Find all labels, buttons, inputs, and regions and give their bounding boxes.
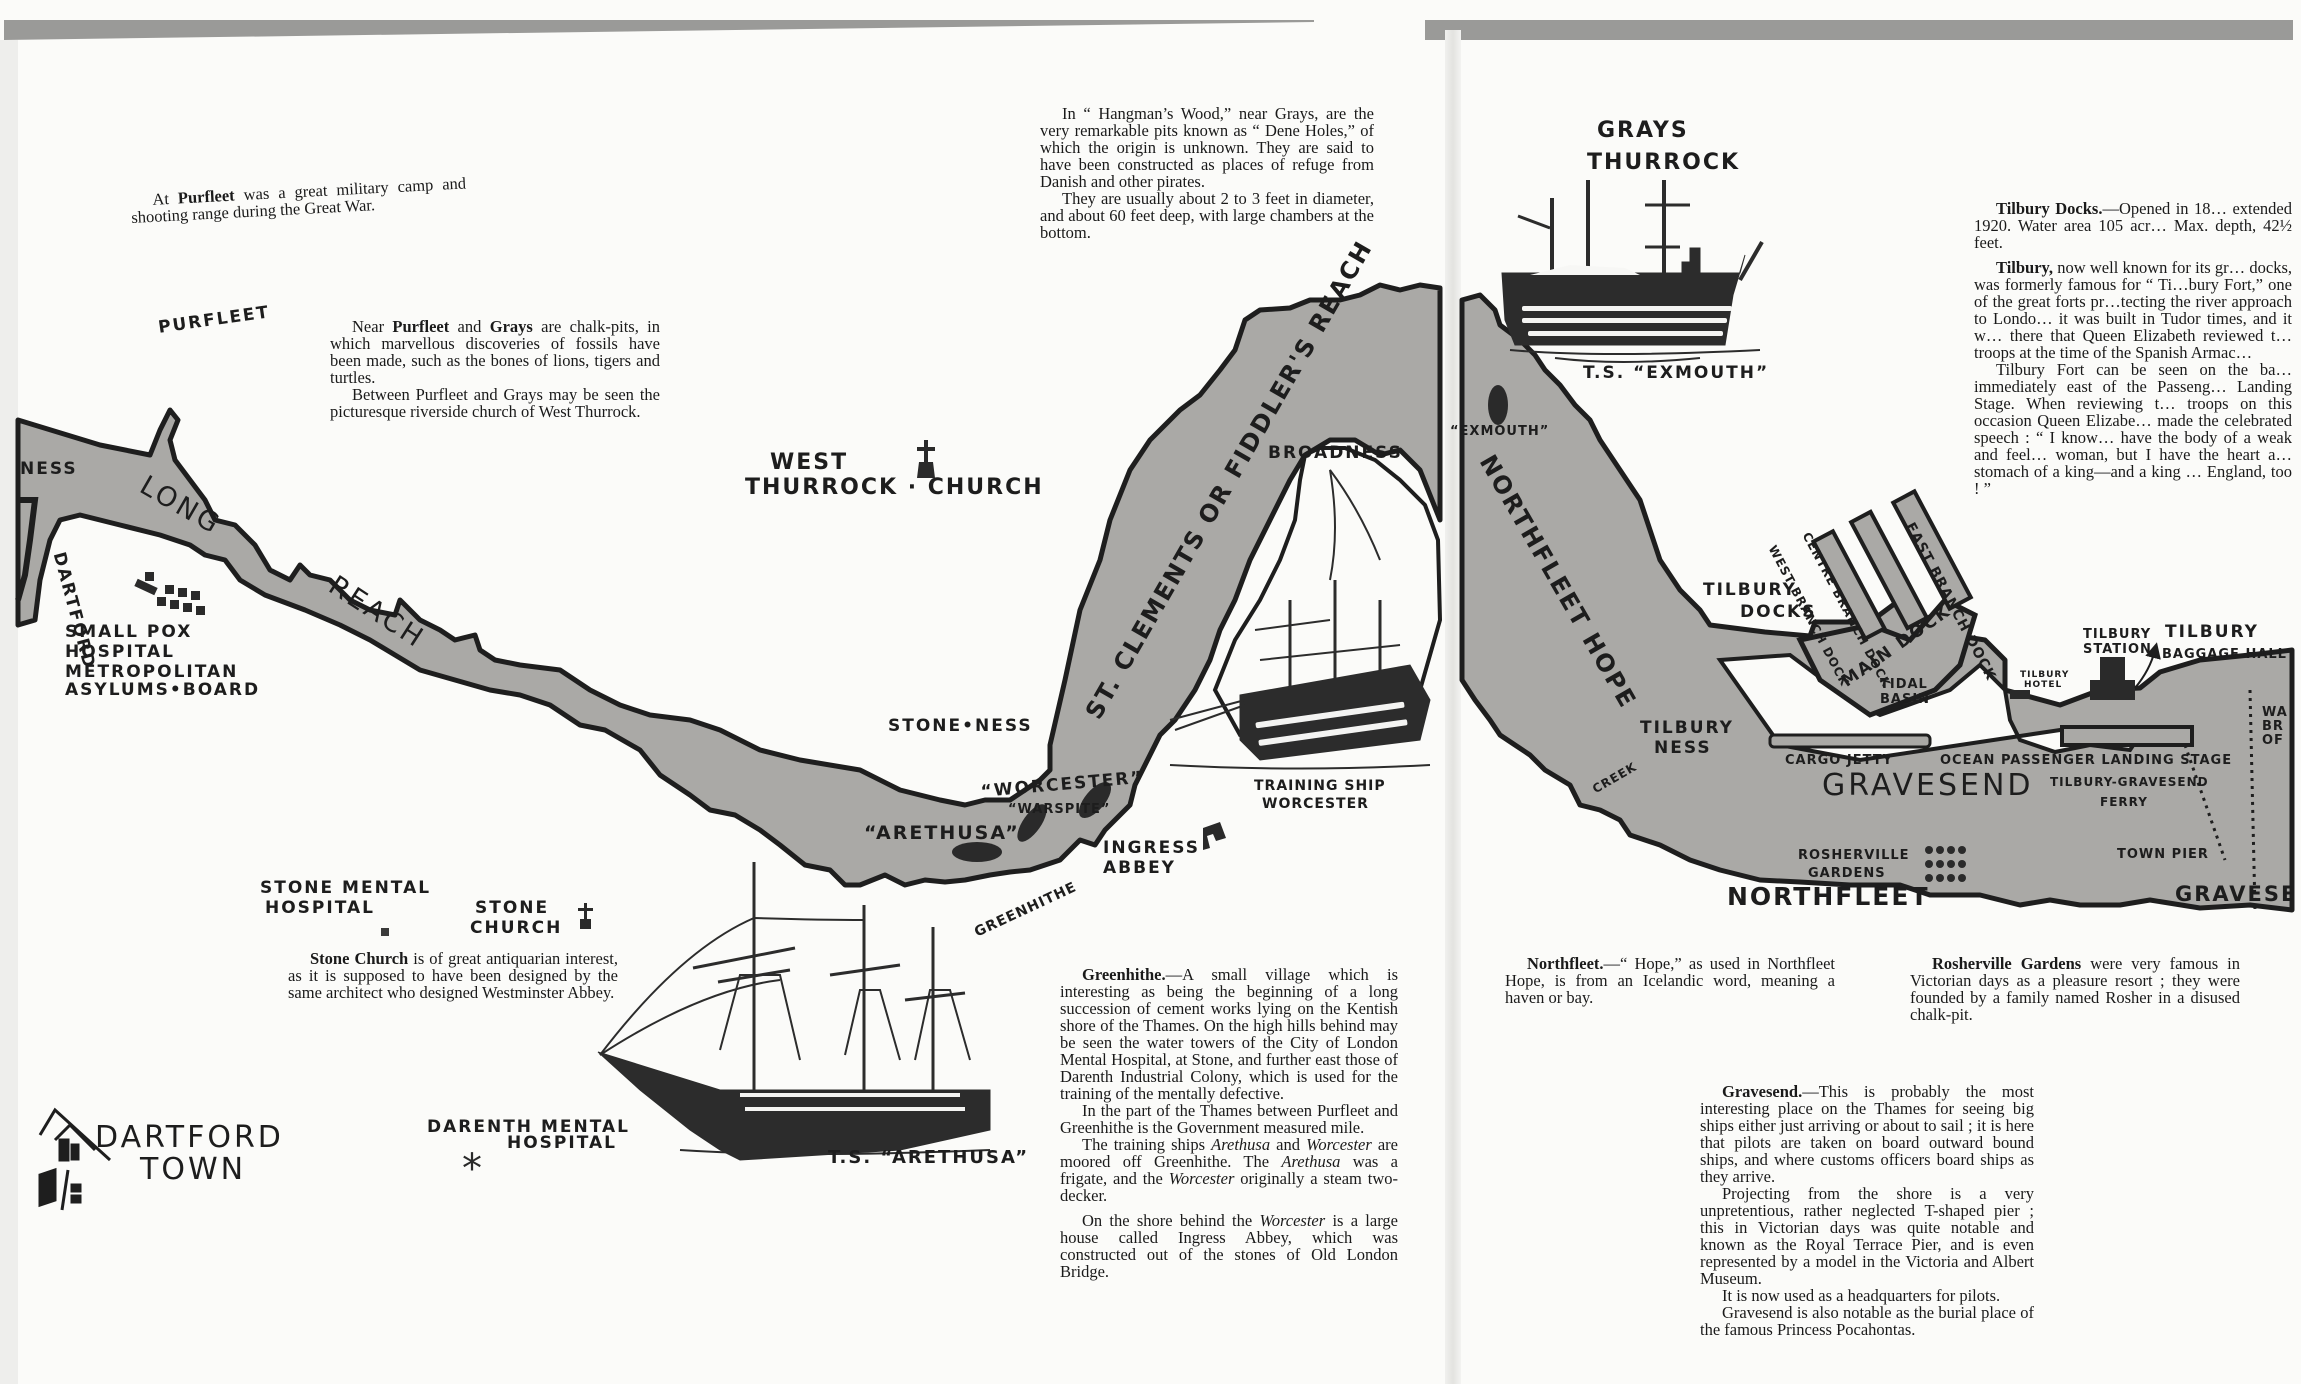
centre-branch-dock — [1848, 509, 1930, 631]
church-icon — [578, 903, 593, 929]
asterisk-icon: * — [462, 1146, 482, 1192]
label-br: BR — [2262, 719, 2284, 734]
label-darenth-mental: DARENTH MENTAL — [427, 1117, 630, 1137]
label-of: OF — [2262, 733, 2284, 748]
label-tilbury-hotel-1: TILBURY — [2020, 670, 2070, 680]
label-tilbury: TILBURY — [2165, 622, 2259, 642]
scan-top-edge-right — [1425, 20, 2293, 40]
note-stone-church: Stone Church is of great antiquarian int… — [288, 949, 619, 1002]
label-ferry-1: TILBURY-GRAVESEND — [2050, 775, 2209, 789]
label-thurrock: THURROCK — [1587, 150, 1741, 175]
main-dock — [1796, 596, 1978, 718]
label-tilbury-station-1: TILBURY — [2083, 627, 2152, 642]
label-ness: NESS — [20, 459, 78, 479]
river-thames-east — [1459, 292, 2295, 913]
ingress-abbey-building — [1203, 822, 1226, 850]
label-exmouth-moored: “EXMOUTH” — [1450, 424, 1550, 439]
label-stone: STONE — [475, 898, 550, 918]
tilbury-station-building — [2090, 657, 2135, 700]
label-worcester: WORCESTER — [1262, 796, 1369, 812]
label-tilbury-docks-2: DOCKS — [1740, 602, 1817, 622]
label-tilbury-hotel-2: HOTEL — [2024, 680, 2063, 690]
label-ocean-landing-stage: OCEAN PASSENGER LANDING STAGE — [1940, 753, 2233, 768]
dartford-creek-bank — [15, 497, 39, 601]
label-stone-mental: STONE MENTAL — [260, 878, 432, 898]
dartford-town-icon — [38, 1107, 112, 1211]
label-tidal-1: TIDAL — [1880, 677, 1928, 692]
label-baggage-hall: BAGGAGE HALL — [2162, 647, 2287, 662]
label-broadness: BROADNESS — [1268, 443, 1403, 463]
label-abbey: ABBEY — [1103, 858, 1176, 878]
note-dene-holes: In “ Hangman’s Wood,” near Grays, are th… — [1040, 104, 1374, 242]
ship-arethusa-moored — [952, 842, 1002, 862]
label-rosherville-1: ROSHERVILLE — [1798, 848, 1910, 863]
label-ts-exmouth: T.S. “EXMOUTH” — [1583, 363, 1770, 383]
note-chalk-pits: Near Purfleet and Grays are chalk-pits, … — [330, 317, 661, 421]
label-asylums-board: ASYLUMS•BOARD — [65, 680, 261, 700]
label-church: CHURCH — [470, 918, 563, 938]
ship-worcester-moored — [1078, 781, 1112, 819]
ship-icon — [1169, 469, 1431, 770]
note-greenhithe: Greenhithe.—A small village which is int… — [1060, 965, 1398, 1281]
label-tidal-2: BASIN — [1880, 692, 1931, 707]
scan-left-edge — [0, 40, 18, 1384]
label-tilbury-ness-2: NESS — [1654, 738, 1712, 758]
label-grays: GRAYS — [1597, 118, 1689, 143]
note-rosherville: Rosherville Gardens were very famous in … — [1910, 954, 2240, 1024]
label-ingress: INGRESS — [1103, 838, 1200, 858]
trees-icon — [1925, 846, 1966, 882]
label-gravesend-town: GRAVESEN — [2175, 882, 2292, 906]
note-tilbury-docks: Tilbury Docks.—Opened in 18… extended 19… — [1974, 200, 2292, 497]
tilbury-hotel-building — [2010, 690, 2030, 699]
cargo-jetty — [1768, 733, 1932, 749]
label-stone-mental-hospital: HOSPITAL — [265, 898, 375, 918]
label-rosherville-2: GARDENS — [1808, 866, 1886, 881]
label-ts-arethusa: T.S. “ARETHUSA” — [828, 1147, 1030, 1168]
label-training-ship: TRAINING SHIP — [1254, 778, 1386, 794]
label-tilbury-station-2: STATION — [2083, 642, 2152, 657]
river-thames-west — [15, 282, 1443, 888]
label-gravesend-reach: GRAVESEND — [1822, 768, 2034, 803]
label-tilbury-ness-1: TILBURY — [1640, 718, 1734, 738]
label-dartford: DARTFORD — [95, 1120, 284, 1155]
west-branch-dock — [1810, 528, 1888, 642]
ship-icon — [597, 862, 991, 1161]
page-fold — [1445, 30, 1461, 1384]
label-metropolitan: METROPOLITAN — [65, 662, 239, 682]
label-small-pox: SMALL POX — [65, 622, 193, 642]
ship-icon — [1501, 180, 1764, 363]
label-warspite: “WARSPITE” — [1008, 802, 1111, 817]
label-wa: WA — [2262, 705, 2288, 720]
label-arethusa-moored: “ARETHUSA” — [864, 822, 1020, 844]
label-stone-ness: STONE•NESS — [888, 716, 1033, 736]
label-northfleet: NORTHFLEET — [1727, 882, 1930, 911]
label-cargo-jetty: CARGO JETTY — [1785, 753, 1894, 768]
east-branch-dock — [1890, 488, 1974, 612]
church-icon — [917, 440, 935, 478]
label-ferry-2: FERRY — [2100, 795, 2148, 809]
ship-exmouth-moored — [1488, 385, 1508, 425]
label-west: WEST — [770, 450, 849, 475]
label-thurrock-church: THURROCK · CHURCH — [745, 475, 1044, 500]
note-northfleet: Northfleet.—“ Hope,” as used in Northfle… — [1505, 954, 1835, 1007]
label-hospital: HOSPITAL — [65, 642, 175, 662]
landing-stage — [2060, 725, 2194, 747]
hospital-icon — [381, 928, 389, 936]
small-pox-hospital-blocks — [134, 572, 205, 615]
baggage-hall-arrow-icon — [2134, 642, 2161, 689]
ship-warspite-moored — [1017, 804, 1047, 842]
note-gravesend: Gravesend.—This is probably the most int… — [1700, 1082, 2034, 1339]
label-darenth-hospital: HOSPITAL — [507, 1133, 617, 1153]
label-town: TOWN — [140, 1152, 247, 1187]
label-town-pier: TOWN PIER — [2117, 847, 2209, 862]
label-tilbury-docks-1: TILBURY — [1703, 580, 1797, 600]
